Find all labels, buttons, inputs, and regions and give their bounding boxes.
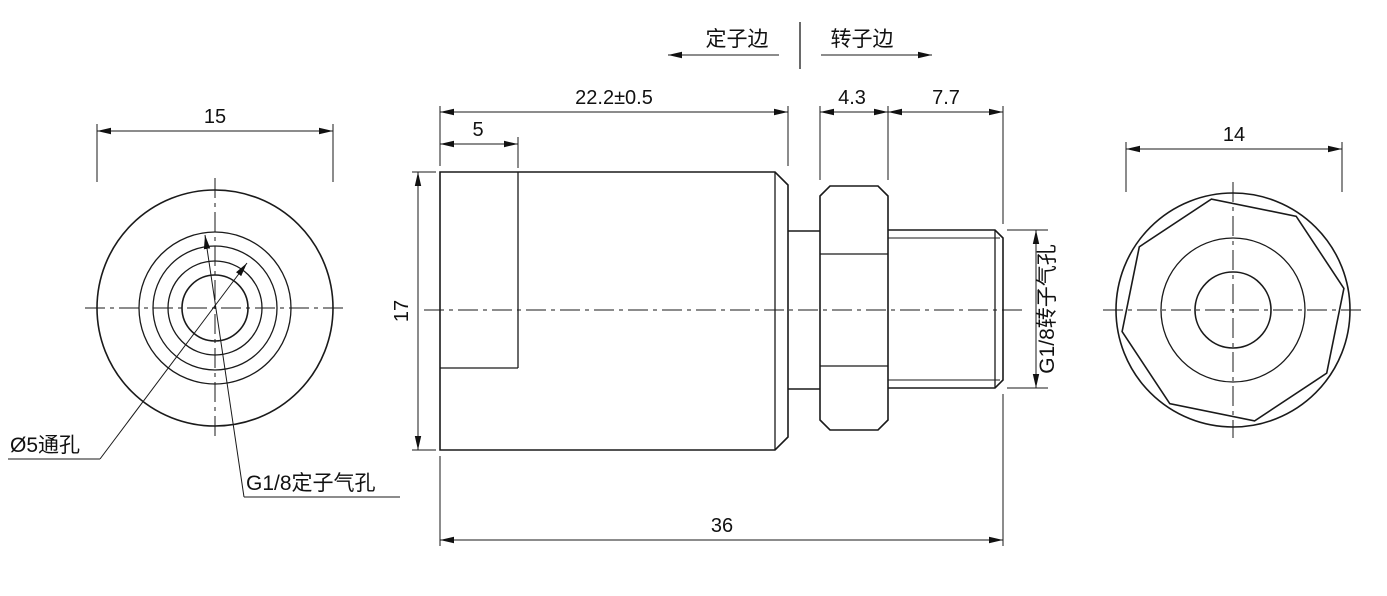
dim-text-nut-width: 4.3	[838, 87, 866, 109]
outer-diameter-circle	[96, 189, 334, 427]
through-hole-circle	[181, 274, 249, 342]
through-hole-label: Ø5通孔	[10, 434, 80, 457]
callout-rotor-port: G1/8转子气孔	[1007, 229, 1059, 389]
leader-line	[203, 234, 245, 498]
stator-port-label: G1/8定子气孔	[246, 472, 376, 495]
dim-text-15: 15	[204, 106, 226, 128]
dim-text-right-width: 14	[1223, 124, 1245, 146]
dim-left-diameter: 15	[96, 106, 334, 182]
dim-text-thread-length: 7.7	[932, 87, 960, 109]
thread-circle	[1160, 237, 1306, 383]
dim-overall-length: 36	[439, 394, 1004, 546]
front-view: 22.2±0.5 4.3 7.7 5 17	[391, 87, 1059, 546]
nut-flats-polygon	[1121, 198, 1345, 422]
counterbore-circle	[152, 245, 278, 371]
dim-body-height: 17	[391, 171, 436, 451]
dim-text-body-length: 22.2±0.5	[575, 87, 653, 109]
dim-nut-width: 4.3	[819, 87, 889, 180]
dim-right-width: 14	[1125, 124, 1343, 192]
outer-diameter-circle	[1115, 192, 1351, 428]
right-view: 14	[1103, 124, 1363, 438]
dim-body-length: 22.2±0.5	[439, 87, 789, 166]
left-view: 15 Ø5通孔 G1/8定子气孔	[8, 106, 400, 498]
thread-outline	[888, 229, 1004, 389]
callout-stator-port: G1/8定子气孔	[203, 234, 400, 498]
bore-step-circle	[167, 260, 263, 356]
nut-outline	[819, 185, 889, 431]
stator-side-label: 定子边	[706, 28, 769, 51]
dim-text-counterbore-depth: 5	[472, 119, 483, 141]
rotor-port-label: G1/8转子气孔	[1036, 244, 1059, 374]
body-outline	[439, 171, 789, 451]
dim-counterbore-depth: 5	[440, 119, 519, 168]
rotor-side-label: 转子边	[831, 28, 894, 51]
side-labels: 定子边 转子边	[668, 22, 932, 69]
dim-thread-length: 7.7	[888, 87, 1004, 224]
dim-text-overall-length: 36	[711, 515, 733, 537]
leader-line	[99, 262, 248, 460]
callout-through-hole: Ø5通孔	[8, 262, 248, 460]
port-thread-circle	[138, 231, 292, 385]
dim-text-body-height: 17	[391, 300, 413, 322]
bore-circle	[1194, 271, 1272, 349]
